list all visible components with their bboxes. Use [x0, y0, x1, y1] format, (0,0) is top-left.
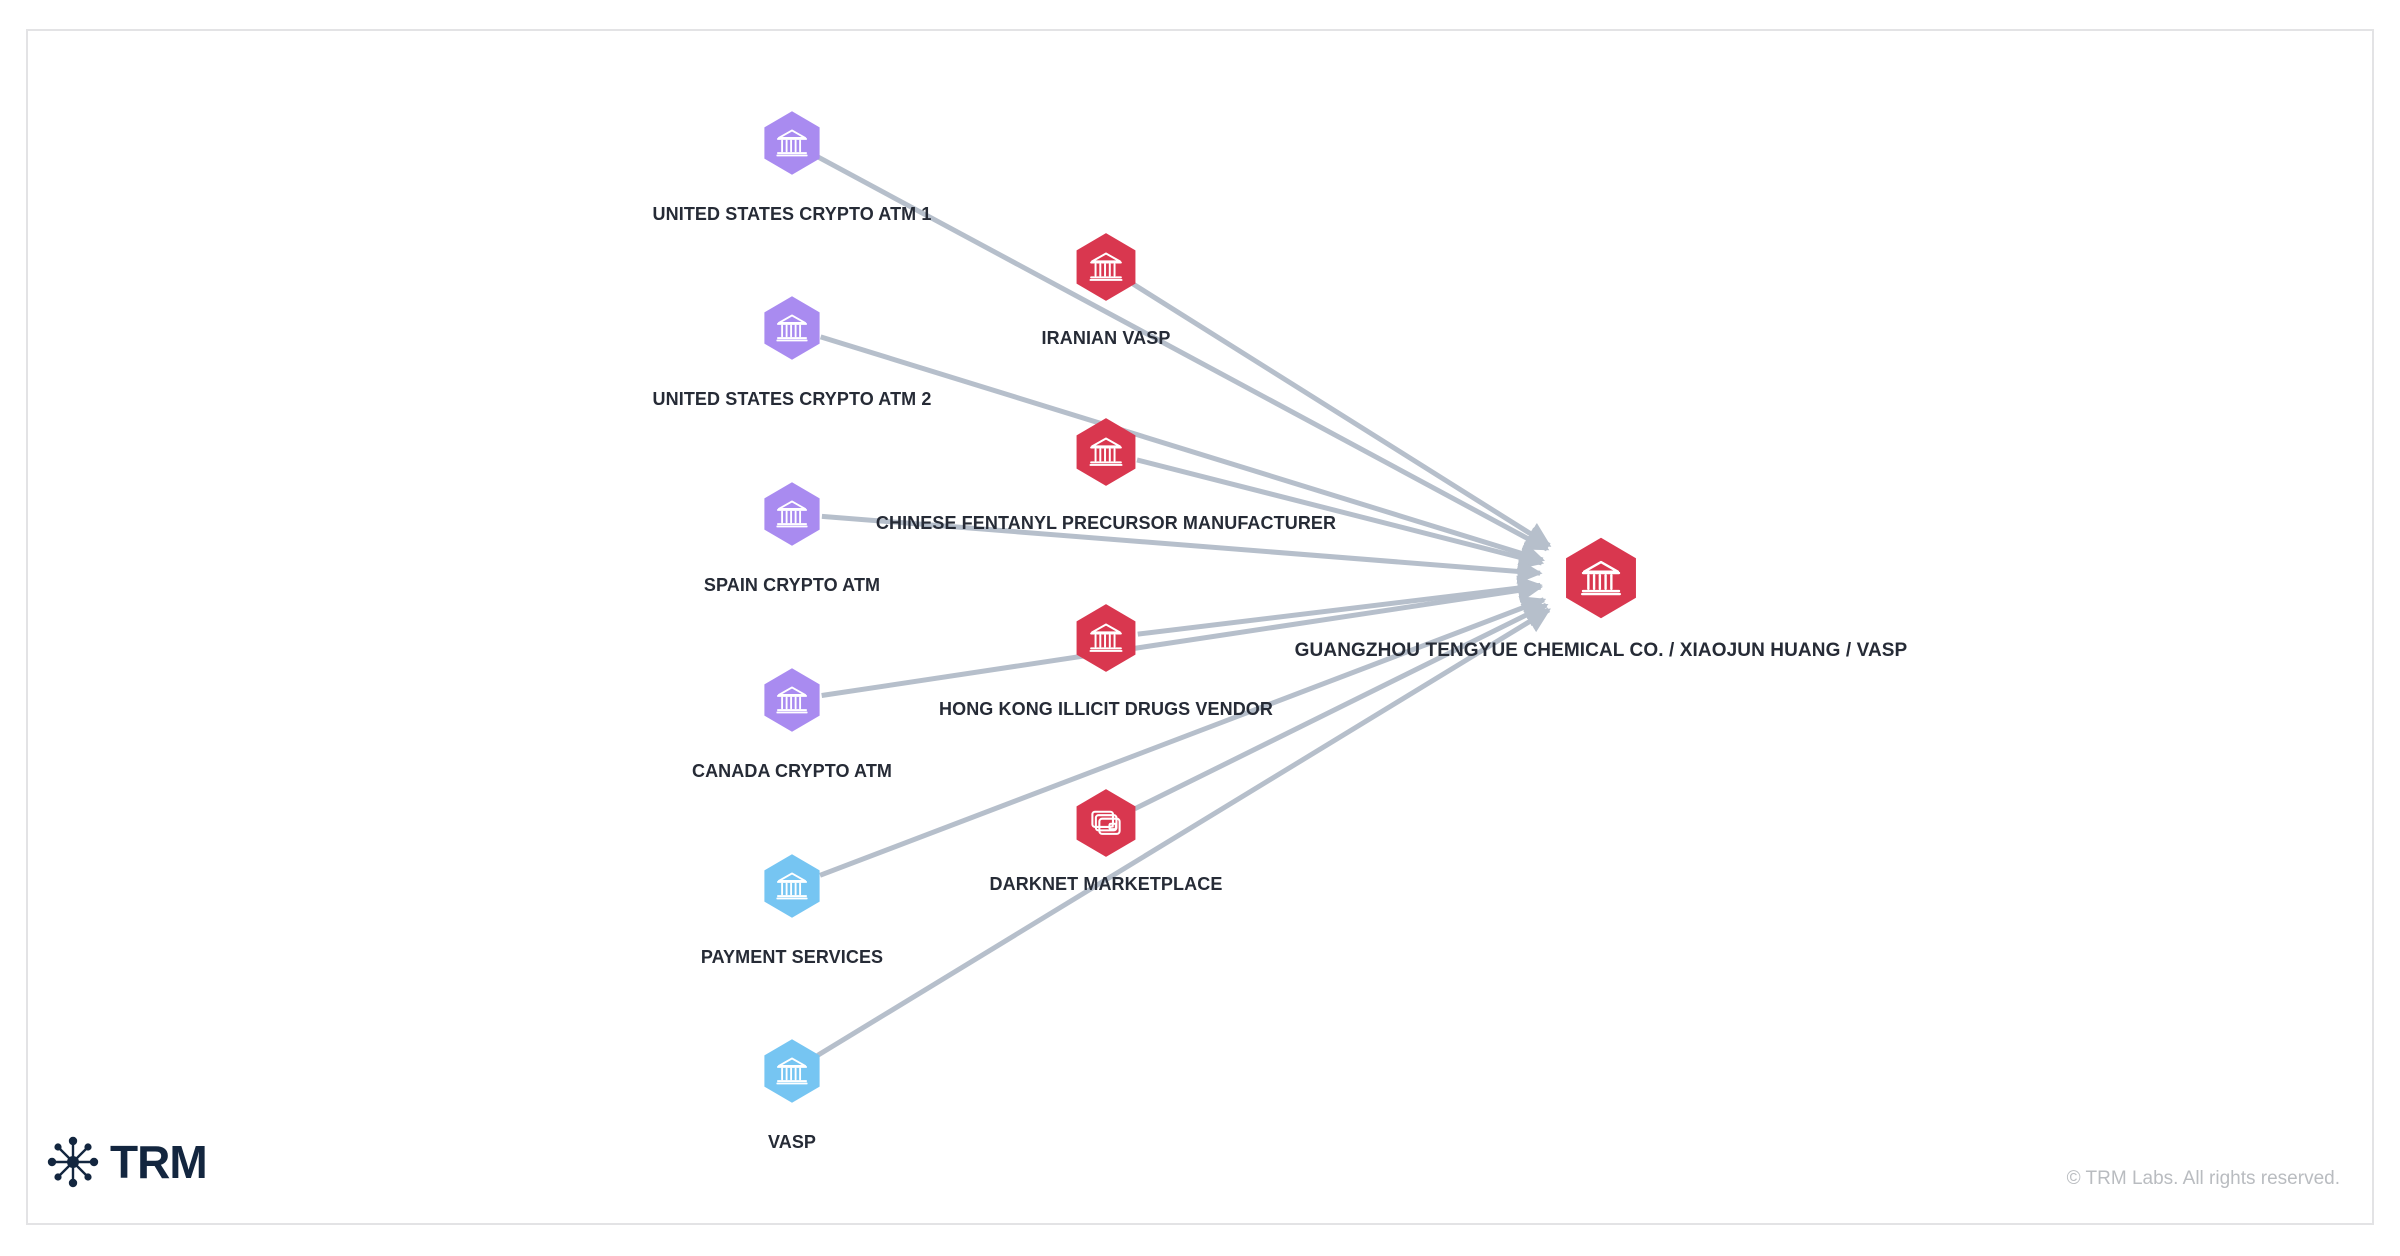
node-label-vasp: VASP — [767, 1132, 817, 1152]
graph-frame — [26, 29, 2374, 1225]
graph-node-spain_atm[interactable] — [762, 481, 822, 547]
node-label-spain_atm: SPAIN CRYPTO ATM — [703, 575, 881, 595]
node-label-pay_svc: PAYMENT SERVICES — [700, 947, 884, 967]
graph-node-us_atm_2[interactable] — [762, 295, 822, 361]
node-label-cn_fent: CHINESE FENTANYL PRECURSOR MANUFACTURER — [875, 513, 1337, 533]
bank-icon — [1089, 252, 1123, 282]
node-label-us_atm_2: UNITED STATES CRYPTO ATM 2 — [652, 389, 932, 409]
node-hexagon — [1074, 603, 1138, 673]
bank-icon — [1089, 623, 1123, 653]
node-icon — [1087, 433, 1125, 471]
node-label-darknet: DARKNET MARKETPLACE — [989, 874, 1223, 894]
bank-icon — [1089, 437, 1123, 467]
graph-node-hk_drugs[interactable] — [1074, 603, 1138, 673]
copyright-text: © TRM Labs. All rights reserved. — [2066, 1168, 2340, 1189]
node-icon — [774, 125, 810, 161]
node-icon — [774, 496, 810, 532]
bank-icon — [776, 872, 808, 900]
graph-node-darknet[interactable] — [1074, 788, 1138, 858]
node-hexagon — [1074, 417, 1138, 487]
trm-wordmark: TRM — [110, 1136, 208, 1188]
node-icon — [774, 868, 810, 904]
bank-icon — [776, 500, 808, 528]
wallet-icon — [1091, 810, 1121, 836]
node-label-us_atm_1: UNITED STATES CRYPTO ATM 1 — [652, 204, 932, 224]
node-hexagon — [762, 667, 822, 733]
graph-node-pay_svc[interactable] — [762, 853, 822, 919]
node-label-hk_drugs: HONG KONG ILLICIT DRUGS VENDOR — [938, 699, 1274, 719]
bank-icon — [776, 686, 808, 714]
node-hexagon — [1074, 232, 1138, 302]
graph-node-canada_atm[interactable] — [762, 667, 822, 733]
node-icon — [1578, 555, 1624, 601]
graph-node-vasp[interactable] — [762, 1038, 822, 1104]
node-label-canada_atm: CANADA CRYPTO ATM — [691, 761, 893, 781]
node-hexagon — [762, 110, 822, 176]
bank-icon — [1581, 560, 1621, 596]
node-label-target: GUANGZHOU TENGYUE CHEMICAL CO. / XIAOJUN… — [1294, 640, 1908, 661]
node-icon — [774, 682, 810, 718]
trm-logo: TRM — [46, 1135, 208, 1189]
trm-network-asterisk-icon — [47, 1136, 99, 1188]
node-icon — [1087, 804, 1125, 842]
bank-icon — [776, 1057, 808, 1085]
hexagon-shape — [1076, 789, 1136, 857]
node-icon — [774, 310, 810, 346]
node-label-iran_vasp: IRANIAN VASP — [1041, 328, 1171, 348]
node-hexagon — [1563, 536, 1639, 620]
graph-node-cn_fent[interactable] — [1074, 417, 1138, 487]
node-hexagon — [762, 295, 822, 361]
bank-icon — [776, 314, 808, 342]
graph-node-us_atm_1[interactable] — [762, 110, 822, 176]
node-icon — [1087, 248, 1125, 286]
graph-node-iran_vasp[interactable] — [1074, 232, 1138, 302]
node-hexagon — [762, 481, 822, 547]
node-icon — [774, 1053, 810, 1089]
graph-node-target[interactable] — [1563, 536, 1639, 620]
node-icon — [1087, 619, 1125, 657]
node-hexagon — [1074, 788, 1138, 858]
node-hexagon — [762, 1038, 822, 1104]
node-hexagon — [762, 853, 822, 919]
bank-icon — [776, 129, 808, 157]
